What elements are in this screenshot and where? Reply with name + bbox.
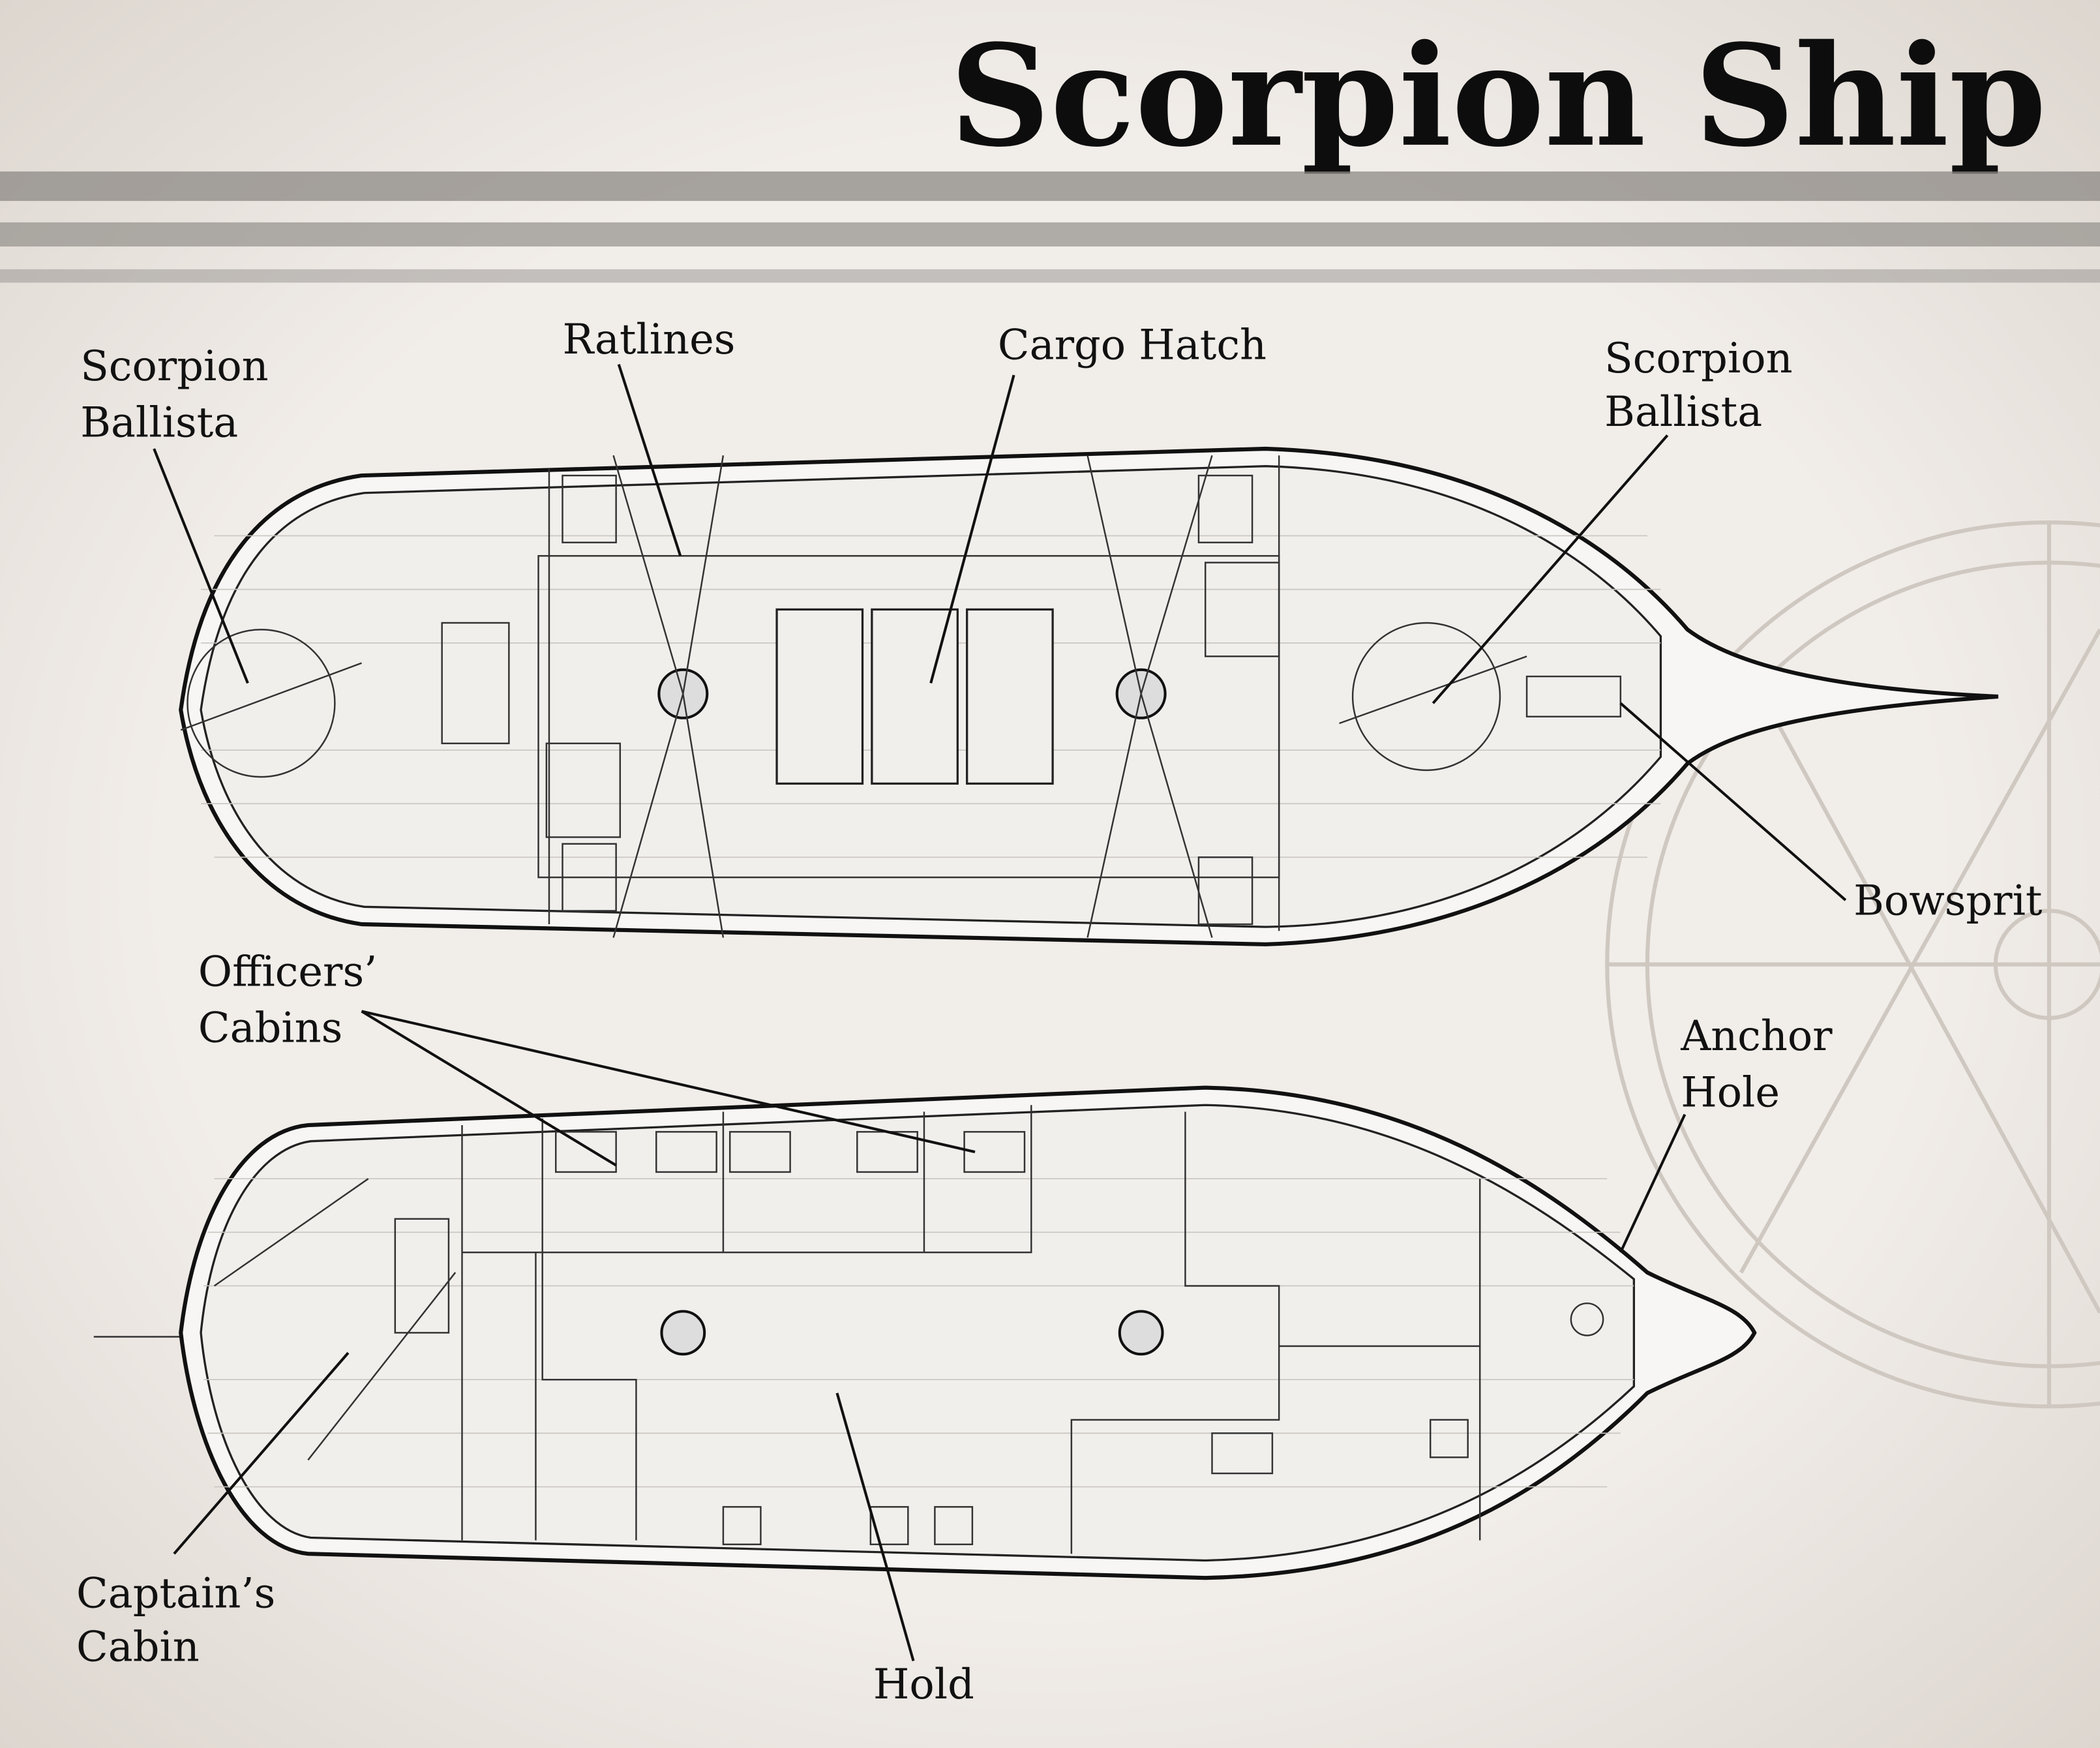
label-hold: Hold	[873, 1661, 974, 1709]
label-scorpion-ballista-right-2: Ballista	[1604, 388, 1762, 436]
label-ratlines: Ratlines	[563, 316, 736, 364]
label-captains-cabin-1: Captain’s	[76, 1569, 275, 1618]
foremast-base	[1118, 1310, 1164, 1356]
map-title: Scorpion Ship	[950, 14, 2047, 178]
labels: Scorpion Ballista Ratlines Cargo Hatch S…	[76, 316, 2043, 1709]
label-cargo-hatch: Cargo Hatch	[998, 321, 1267, 369]
leader-lines	[153, 363, 1847, 1662]
label-scorpion-ballista-right-1: Scorpion	[1604, 335, 1792, 383]
lower-deck-ship	[93, 1085, 1757, 1580]
label-anchor-hole-2: Hole	[1681, 1068, 1780, 1117]
compass-rose-watermark	[1605, 520, 2100, 1409]
mainmast-base	[660, 1310, 706, 1356]
label-captains-cabin-2: Cabin	[76, 1623, 200, 1671]
label-scorpion-ballista-left-1: Scorpion	[80, 342, 268, 391]
header-bands	[0, 171, 2100, 283]
label-bowsprit: Bowsprit	[1853, 877, 2043, 926]
cargo-hatch-grates	[775, 608, 1054, 785]
upper-deck-ship	[179, 446, 1999, 946]
label-anchor-hole-1: Anchor	[1680, 1012, 1833, 1061]
label-scorpion-ballista-left-2: Ballista	[80, 399, 238, 447]
label-officers-cabins-1: Officers’	[198, 948, 377, 996]
label-officers-cabins-2: Cabins	[198, 1004, 342, 1053]
